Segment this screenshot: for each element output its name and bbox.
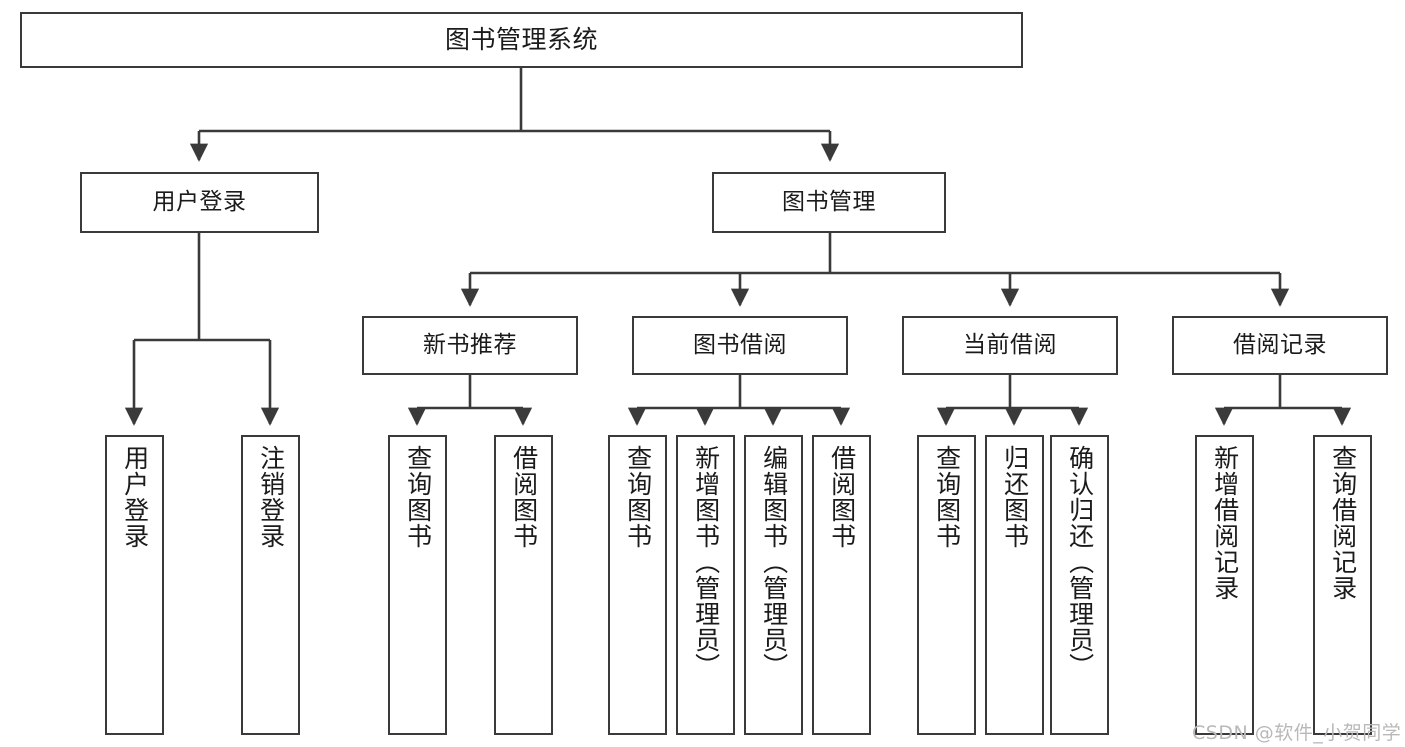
node-label: 查询图书 [623, 445, 653, 549]
leaf-new-book-borrow[interactable]: 借阅图书 [494, 435, 553, 735]
leaf-borrow-record-add[interactable]: 新增借阅记录 [1195, 435, 1254, 735]
csdn-watermark: CSDN @软件_小贺同学 [1192, 722, 1402, 744]
leaf-current-borrow-query[interactable]: 查询图书 [917, 435, 976, 735]
node-book-borrow[interactable]: 图书借阅 [632, 316, 848, 375]
leaf-new-book-query[interactable]: 查询图书 [388, 435, 447, 735]
node-book-management[interactable]: 图书管理 [712, 172, 946, 233]
node-borrow-record[interactable]: 借阅记录 [1172, 316, 1388, 375]
leaf-book-borrow-add[interactable]: 新增图书（管理员） [676, 435, 735, 735]
node-label: 借阅图书 [827, 445, 857, 549]
node-label: 新书推荐 [423, 331, 517, 358]
node-label: 查询图书 [932, 445, 962, 549]
node-label: 用户登录 [120, 445, 150, 549]
node-label: 图书管理 [782, 188, 876, 215]
node-new-book-recommend[interactable]: 新书推荐 [362, 316, 578, 375]
node-label: 借阅记录 [1233, 331, 1327, 358]
node-label: 注销登录 [256, 445, 286, 549]
node-root-system[interactable]: 图书管理系统 [20, 12, 1023, 68]
node-user-login[interactable]: 用户登录 [80, 172, 319, 233]
leaf-book-borrow-edit[interactable]: 编辑图书（管理员） [744, 435, 803, 735]
leaf-borrow-record-query[interactable]: 查询借阅记录 [1313, 435, 1372, 735]
node-label: 查询借阅记录 [1328, 445, 1358, 601]
leaf-current-borrow-return[interactable]: 归还图书 [985, 435, 1044, 735]
node-label: 确认归还（管理员） [1065, 445, 1095, 679]
node-label: 用户登录 [152, 188, 247, 215]
node-label: 新增图书（管理员） [691, 445, 721, 679]
leaf-user-login-login[interactable]: 用户登录 [105, 435, 164, 735]
node-label: 新增借阅记录 [1210, 445, 1240, 601]
node-label: 当前借阅 [963, 331, 1057, 358]
node-label: 查询图书 [403, 445, 433, 549]
node-label: 图书管理系统 [444, 25, 598, 55]
node-label: 编辑图书（管理员） [759, 445, 789, 679]
node-label: 图书借阅 [693, 331, 787, 358]
node-label: 借阅图书 [509, 445, 539, 549]
node-label: 归还图书 [1000, 445, 1030, 549]
node-current-borrow[interactable]: 当前借阅 [902, 316, 1118, 375]
leaf-book-borrow-borrow[interactable]: 借阅图书 [812, 435, 871, 735]
leaf-book-borrow-query[interactable]: 查询图书 [608, 435, 667, 735]
leaf-current-borrow-confirm-return[interactable]: 确认归还（管理员） [1050, 435, 1109, 735]
leaf-user-login-logout[interactable]: 注销登录 [241, 435, 300, 735]
